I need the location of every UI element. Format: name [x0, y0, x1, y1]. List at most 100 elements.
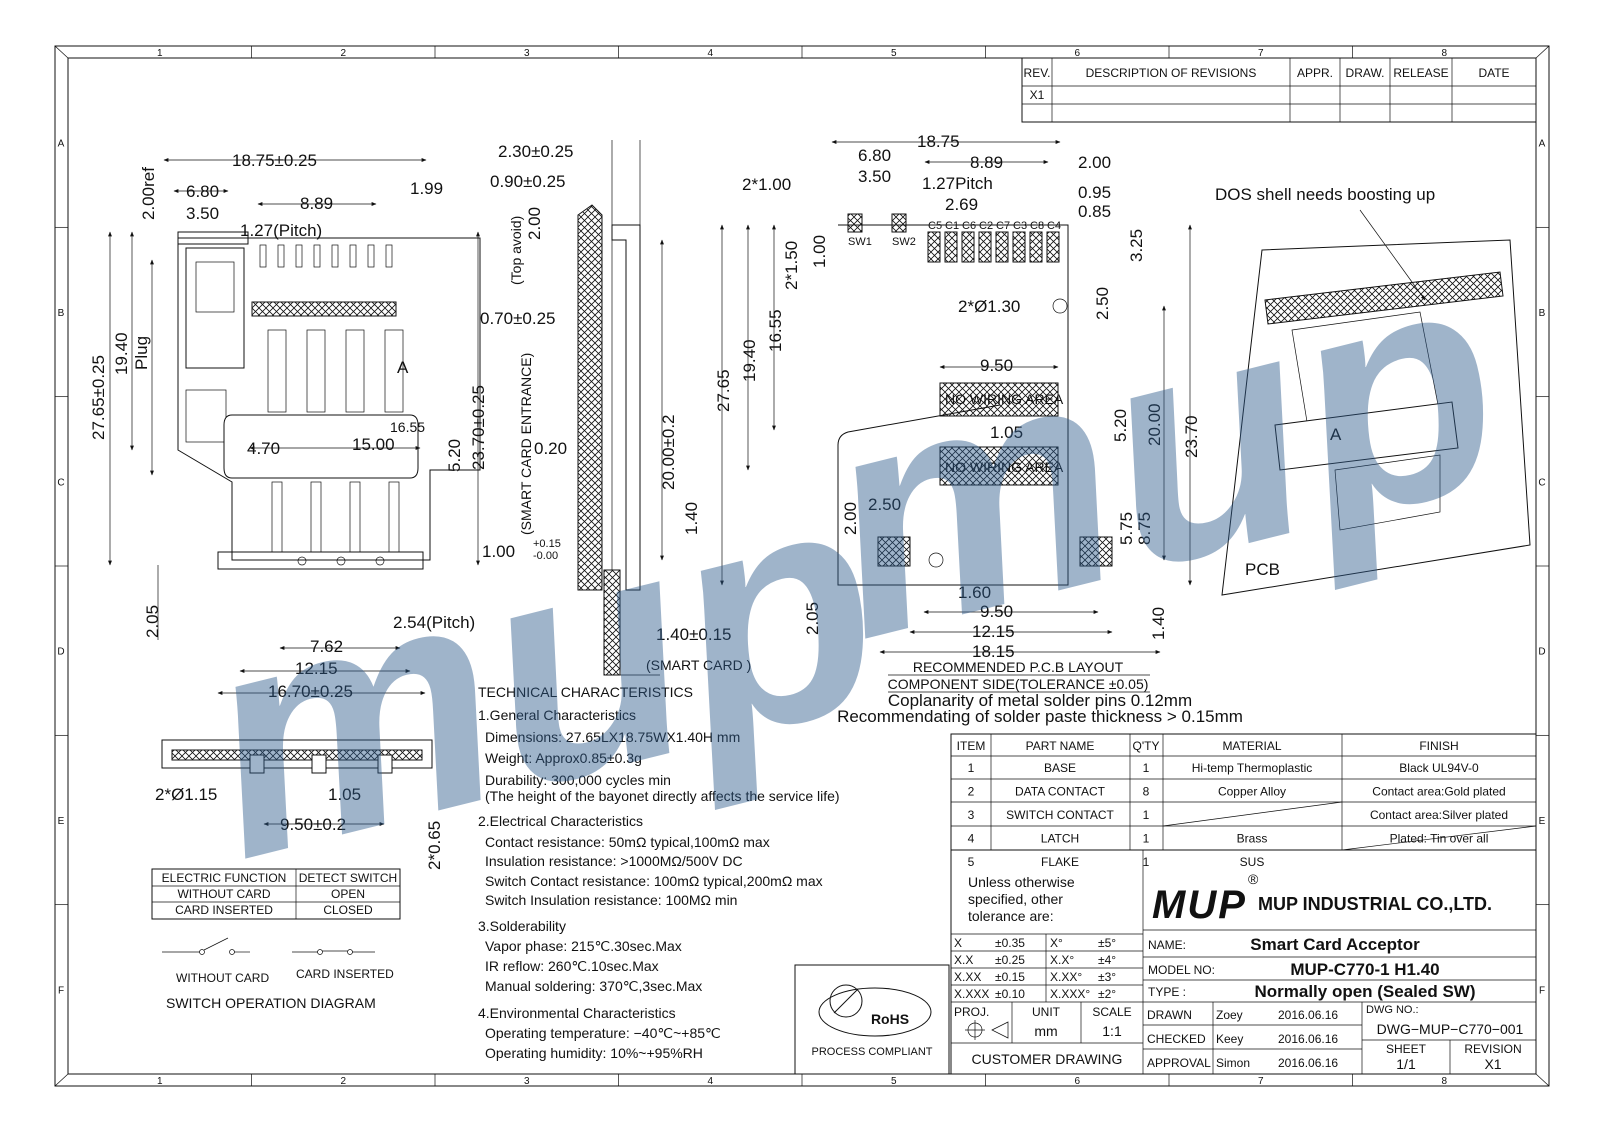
sw-label-inserted: CARD INSERTED [296, 967, 394, 981]
tb-scale-label: SCALE [1092, 1005, 1131, 1019]
tv-dim-254: 2.54(Pitch) [393, 613, 475, 632]
tolerance-cell: X.X° [1050, 953, 1074, 967]
sv-tol-plus: +0.15 [533, 538, 561, 550]
pcb-dim-950b: 9.50 [980, 602, 1013, 621]
fv-dim-holes: 2*Ø1.15 [155, 785, 217, 804]
sv-dim-070: 0.70±0.25 [480, 309, 556, 328]
tv-plug-label: 16.55 [390, 419, 425, 435]
pcb-dim-127: 1.27Pitch [922, 174, 993, 193]
pcb-dim-575: 5.75 [1117, 512, 1136, 545]
signoff-cell: 2016.06.16 [1278, 1032, 1338, 1046]
tb-scale-value: 1:1 [1102, 1023, 1122, 1039]
tech-line: 4.Environmental Characteristics [478, 1005, 676, 1021]
tech-line: Switch Insulation resistance: 100MΩ min [485, 892, 737, 908]
sw-diagram-title: SWITCH OPERATION DIAGRAM [166, 995, 376, 1011]
pcb-dim-889: 8.89 [970, 153, 1003, 172]
rohs-text: RoHS [871, 1011, 909, 1027]
rev-header-desc: DESCRIPTION OF REVISIONS [1086, 66, 1257, 80]
bom-cell: Contact area:Gold plated [1372, 785, 1505, 799]
contact-pin [295, 244, 303, 268]
sv-dim-020: 0.20 [534, 439, 567, 458]
tb-registered: ® [1248, 871, 1259, 887]
column-label: 7 [1258, 48, 1264, 59]
pcb-pad [995, 231, 1009, 263]
pcb-sw2: SW2 [892, 236, 916, 248]
tb-tol-note-3: tolerance are: [968, 908, 1054, 924]
column-label: 6 [1074, 1076, 1080, 1087]
rev-header-draw: DRAW. [1346, 66, 1385, 80]
column-label: 8 [1441, 1076, 1447, 1087]
tech-line: IR reflow: 260℃.10sec.Max [485, 958, 659, 974]
pcb-pad [1046, 231, 1060, 263]
bom-cell: LATCH [1041, 832, 1079, 846]
pcb-pad-label: C2 [979, 220, 993, 232]
pcb-pad-label: C7 [996, 220, 1010, 232]
pcb-pad-label: C1 [945, 220, 959, 232]
rohs-caption: PROCESS COMPLIANT [811, 1046, 932, 1058]
pcb-pad [978, 231, 992, 263]
row-label: E [1539, 816, 1546, 827]
bom-cell: SWITCH CONTACT [1006, 808, 1114, 822]
switch-table: ELECTRIC FUNCTION DETECT SWITCH WITHOUT … [151, 868, 401, 1011]
rev-row-x1: X1 [1030, 88, 1045, 102]
tolerance-cell: ±2° [1098, 987, 1116, 1001]
pcb-dim-1655: 16.55 [766, 309, 785, 352]
row-label: B [58, 308, 65, 319]
tb-type-label: TYPE : [1148, 985, 1186, 999]
bom-cell: 1 [1143, 808, 1150, 822]
pcb-dim-1815: 18.15 [972, 642, 1015, 661]
contact-slot [384, 329, 404, 413]
tv-dim-1215: 12.15 [295, 659, 338, 678]
pcb-dim-520: 5.20 [1111, 409, 1130, 442]
pcb-pad-label: C3 [1013, 220, 1027, 232]
pcb-dim-105: 1.05 [990, 423, 1023, 442]
signoff-cell: 2016.06.16 [1278, 1008, 1338, 1022]
tv-a-label: 4.70 [247, 439, 280, 458]
row-label: E [58, 816, 65, 827]
bom-header: MATERIAL [1222, 739, 1281, 753]
pcb-dim-140: 1.40 [1149, 607, 1168, 640]
tech-line: 3.Solderability [478, 918, 566, 934]
pcb-dim-680: 6.80 [858, 146, 891, 165]
bom-cell: Black UL94V-0 [1399, 761, 1479, 775]
bom-header: FINISH [1419, 739, 1458, 753]
tb-name-value: Smart Card Acceptor [1250, 935, 1420, 954]
pcb-dim-160: 1.60 [958, 583, 991, 602]
pcb-pad-label: C8 [1030, 220, 1044, 232]
pcb-dim-1215: 12.15 [972, 622, 1015, 641]
pcb-no-wiring-2: NO WIRING AREA [945, 459, 1064, 475]
tolerance-cell: X [954, 936, 962, 950]
column-label: 4 [707, 48, 713, 59]
pcb-dim-350: 3.50 [858, 167, 891, 186]
tolerance-cell: X.XX [954, 970, 981, 984]
tv-dim-1670: 16.70±0.25 [268, 682, 353, 701]
column-label: 6 [1074, 48, 1080, 59]
contact-pin [385, 244, 393, 268]
row-label: C [57, 477, 64, 488]
column-label: 7 [1258, 1076, 1264, 1087]
tolerance-cell: X.XXX [954, 987, 989, 1001]
tb-sheet-label: SHEET [1386, 1042, 1427, 1056]
pcb-subtitle: COMPONENT SIDE(TOLERANCE ±0.05) [888, 676, 1149, 692]
pcb-sw1: SW1 [848, 236, 872, 248]
column-label: 3 [524, 48, 530, 59]
row-label: D [57, 647, 64, 658]
tech-line: (The height of the bayonet directly affe… [485, 788, 840, 804]
tv-dim-350: 3.50 [186, 204, 219, 223]
pcb-dim-2x150: 2*1.50 [782, 241, 801, 290]
contact-tail [271, 481, 283, 553]
bom-cell: 5 [968, 855, 975, 869]
signoff-cell: Keey [1216, 1032, 1243, 1046]
tv-dim-762: 7.62 [310, 637, 343, 656]
tb-revision-value: X1 [1484, 1056, 1501, 1072]
bom-cell: Brass [1237, 832, 1268, 846]
bom-cell: Hi-temp Thermoplastic [1192, 761, 1312, 775]
sv-smart-card: (SMART CARD ) [646, 657, 751, 673]
tv-dim-470: A [397, 358, 409, 377]
pcb-dim-100: 1.00 [810, 235, 829, 268]
column-label: 4 [707, 1076, 713, 1087]
tv-dim-889: 8.89 [300, 194, 333, 213]
pcb-dim-200: 2.00 [1078, 153, 1111, 172]
